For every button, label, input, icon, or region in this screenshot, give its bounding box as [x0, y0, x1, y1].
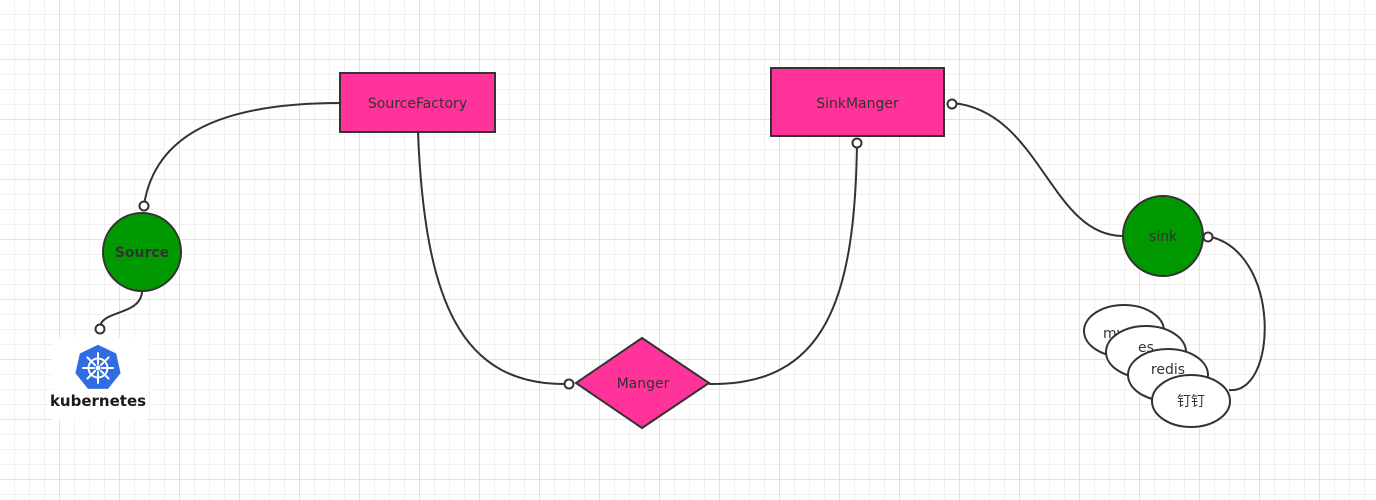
connector-sink-targets [1206, 235, 1266, 392]
sink-label: sink [1149, 229, 1178, 245]
sourcefactory-node[interactable]: SourceFactory [339, 72, 496, 133]
sourcefactory-label: SourceFactory [368, 96, 467, 112]
endpoint-sinkmanger-right[interactable] [946, 98, 958, 110]
connector-source-kubernetes [99, 291, 143, 329]
endpoint-source-top[interactable] [138, 200, 150, 212]
source-node[interactable]: Source [102, 212, 182, 292]
endpoint-sink-right[interactable] [1202, 231, 1214, 243]
endpoint-kubernetes[interactable] [94, 323, 106, 335]
endpoint-sinkmanger-bottom[interactable] [851, 137, 863, 149]
sink-target-redis-label: redis [1151, 362, 1185, 378]
manger-node[interactable]: Manger [574, 336, 711, 430]
sink-node[interactable]: sink [1122, 195, 1204, 277]
kubernetes-logo: kubernetes [50, 338, 148, 420]
connectors [99, 102, 1266, 392]
sinkmanger-node[interactable]: SinkManger [770, 67, 945, 137]
manger-label: Manger [617, 376, 670, 392]
endpoint-manger-left[interactable] [563, 378, 575, 390]
connector-sourcefactory-manger [417, 132, 569, 386]
sink-target-dingtalk[interactable]: 钉钉 [1151, 374, 1231, 428]
source-label: Source [115, 245, 169, 261]
sink-target-dingtalk-label: 钉钉 [1177, 394, 1205, 410]
connector-sinkmanger-sink [951, 102, 1123, 237]
sinkmanger-label: SinkManger [816, 96, 899, 112]
kubernetes-helm-icon [73, 343, 123, 391]
sink-targets: mysql es redis 钉钉 [1083, 304, 1231, 428]
connector-sourcefactory-source [143, 102, 341, 206]
kubernetes-logo-text: kubernetes [50, 392, 146, 410]
connector-endpoints [94, 98, 1214, 390]
connector-manger-sinkmanger [708, 142, 858, 386]
